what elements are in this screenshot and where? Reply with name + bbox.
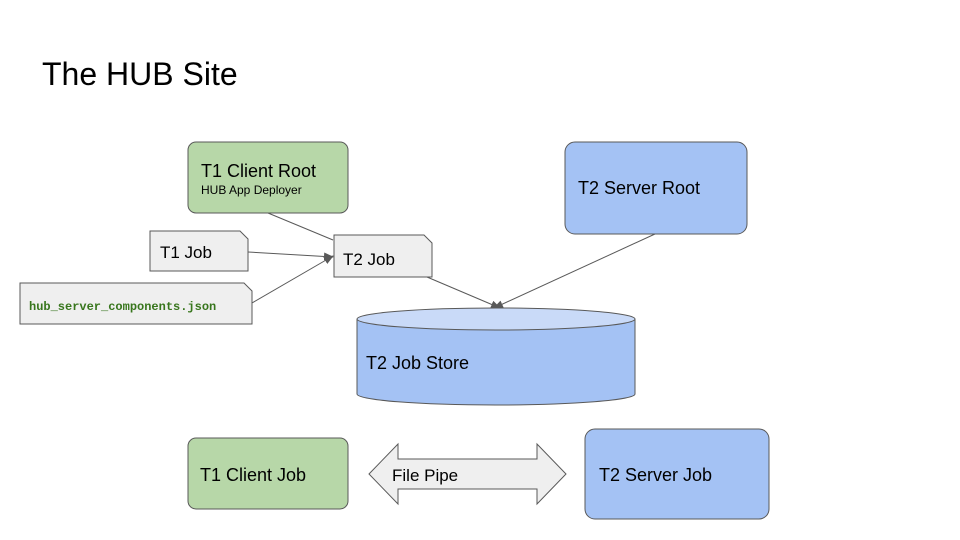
node-t2-server-job: T2 Server Job: [584, 428, 770, 520]
node-t2-job: T2 Job: [333, 234, 433, 278]
slide-title: The HUB Site: [42, 56, 238, 92]
edge-t2-job-to-store: [426, 276, 501, 309]
json-file-label: hub_server_components.json: [29, 300, 216, 314]
t2-job-label: T2 Job: [343, 250, 395, 269]
edge-t1-job-to-t2-job: [247, 251, 334, 261]
t2-server-root-label: T2 Server Root: [578, 178, 700, 198]
edge-server-root-to-store: [493, 233, 656, 309]
t2-job-store-label: T2 Job Store: [366, 353, 469, 373]
node-t1-client-root: T1 Client Root HUB App Deployer: [187, 141, 349, 214]
node-t2-job-store: T2 Job Store: [356, 307, 636, 406]
file-pipe-label: File Pipe: [392, 466, 458, 485]
node-t1-client-job: T1 Client Job: [187, 437, 349, 510]
node-json-file: hub_server_components.json: [19, 282, 253, 325]
node-t2-server-root: T2 Server Root: [564, 141, 748, 235]
t1-client-root-label: T1 Client Root: [201, 161, 316, 181]
edge-client-root-to-t2-job: [267, 212, 334, 241]
node-t1-job: T1 Job: [149, 230, 249, 272]
t1-client-job-label: T1 Client Job: [200, 465, 306, 485]
t1-job-label: T1 Job: [160, 243, 212, 262]
node-file-pipe: File Pipe: [368, 442, 567, 506]
edge-json-to-t2-job: [251, 255, 334, 304]
t1-client-root-sublabel: HUB App Deployer: [201, 183, 302, 197]
t2-server-job-label: T2 Server Job: [599, 465, 712, 485]
